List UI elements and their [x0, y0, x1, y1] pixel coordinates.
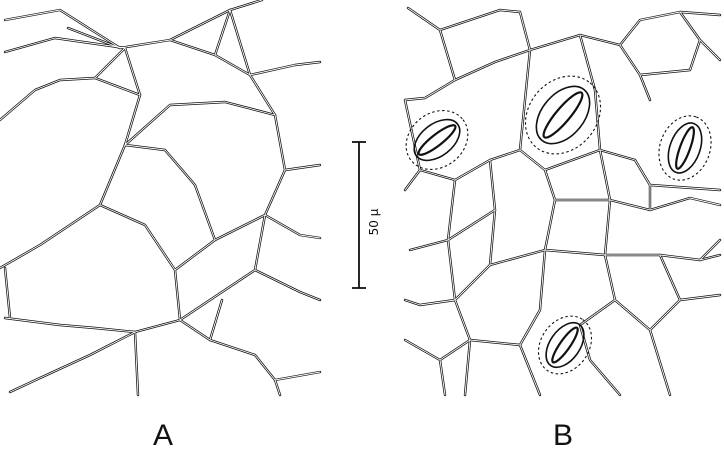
cell-wall-lumen — [254, 214, 266, 271]
cell-wall-lumen — [599, 149, 611, 256]
cell-wall — [658, 253, 722, 302]
cell-wall — [453, 248, 547, 347]
cell-wall-lumen — [229, 0, 263, 11]
panel-b-stomata — [405, 75, 712, 375]
cell-wall-lumen — [4, 267, 11, 319]
cell-wall-lumen — [264, 114, 286, 216]
cell-wall-lumen — [174, 239, 216, 271]
cell-wall — [618, 10, 722, 47]
cell-wall — [123, 46, 142, 147]
cell-wall-lumen — [619, 11, 721, 46]
cell-wall-lumen — [639, 74, 651, 101]
cell-wall-lumen — [0, 47, 126, 121]
cell-wall — [403, 78, 457, 102]
cell-wall-lumen — [4, 9, 121, 49]
cell-wall-lumen — [209, 269, 256, 301]
cell-wall — [633, 158, 722, 192]
cell-wall-lumen — [169, 9, 231, 56]
scale-bar: 50 μ — [352, 141, 381, 289]
cell-wall-lumen — [454, 149, 636, 181]
cell-wall — [228, 8, 277, 117]
cell-wall — [403, 338, 472, 362]
cell-wall-lumen — [214, 214, 321, 241]
cell-wall-lumen — [249, 61, 321, 76]
cell-wall-lumen — [439, 359, 446, 396]
cell-wall-lumen — [209, 299, 223, 341]
cell-wall-lumen — [649, 329, 671, 396]
cell-wall-lumen — [454, 11, 531, 81]
cell-wall-lumen — [634, 159, 721, 191]
cell-wall — [263, 113, 287, 217]
cell-wall-lumen — [254, 269, 321, 301]
cell-wall-lumen — [67, 27, 121, 49]
cell-wall-lumen — [174, 269, 181, 321]
cell-wall-lumen — [404, 339, 471, 361]
cell-wall — [0, 46, 127, 122]
cell-wall-lumen — [9, 331, 136, 393]
cell-wall-lumen — [619, 11, 701, 76]
cell-wall-lumen — [579, 324, 621, 396]
cell-wall-lumen — [519, 344, 541, 396]
cell-wall-lumen — [519, 49, 531, 151]
cell-wall-lumen — [614, 299, 681, 331]
panel-b-cells — [403, 6, 722, 397]
cell-wall-lumen — [229, 9, 276, 116]
cell-wall-lumen — [4, 299, 211, 333]
panel-a-label: A — [153, 419, 173, 451]
cell-wall-lumen — [274, 379, 281, 396]
cell-wall-lumen — [124, 144, 216, 241]
cell-wall-lumen — [609, 197, 721, 211]
cell-wall — [178, 318, 322, 382]
cell-wall — [406, 6, 457, 82]
cell-wall-lumen — [0, 144, 126, 269]
cell-wall-lumen — [454, 264, 491, 301]
cell-wall-lumen — [214, 54, 251, 76]
stoma-right — [658, 115, 712, 181]
cell-wall-lumen — [404, 79, 456, 101]
cell-wall-lumen — [464, 339, 471, 396]
cell-wall-lumen — [179, 319, 321, 381]
scale-bar-label: 50 μ — [367, 208, 381, 235]
panel-b-label: B — [553, 419, 573, 451]
cell-wall-lumen — [284, 164, 321, 171]
stoma-bottom — [537, 315, 593, 375]
cell-wall — [613, 298, 682, 332]
cell-wall — [213, 213, 322, 242]
cell-wall-lumen — [439, 9, 521, 31]
cell-wall — [438, 8, 522, 32]
cell-wall-lumen — [699, 39, 721, 61]
cell-wall — [168, 8, 232, 57]
cell-wall-lumen — [404, 299, 456, 306]
cell-wall — [123, 100, 277, 147]
cell-wall-lumen — [404, 169, 421, 191]
cell-wall-lumen — [579, 254, 616, 326]
panel-a-cells — [0, 0, 322, 397]
cell-wall-lumen — [99, 204, 176, 271]
cell-wall-lumen — [124, 47, 141, 146]
cell-wall-lumen — [594, 89, 601, 151]
cell-wall — [578, 323, 622, 397]
cell-wall — [578, 253, 617, 327]
cell-wall — [123, 143, 217, 242]
cell-wall-lumen — [579, 34, 596, 91]
cell-wall — [543, 168, 557, 252]
cell-wall — [528, 33, 622, 52]
cell-wall — [618, 10, 702, 77]
cell-wall-lumen — [409, 239, 449, 251]
cell-wall — [598, 148, 612, 257]
stoma-left — [405, 110, 469, 170]
cell-wall-lumen — [134, 331, 139, 396]
cell-wall-lumen — [454, 249, 546, 346]
cell-wall-lumen — [4, 37, 126, 53]
cell-wall-lumen — [447, 209, 496, 241]
cell-wall-lumen — [407, 7, 456, 81]
cell-wall-lumen — [699, 239, 721, 261]
cell-wall — [98, 203, 177, 272]
cell-wall-lumen — [94, 77, 141, 96]
cell-wall-lumen — [124, 101, 276, 146]
cell-wall-lumen — [489, 249, 721, 266]
